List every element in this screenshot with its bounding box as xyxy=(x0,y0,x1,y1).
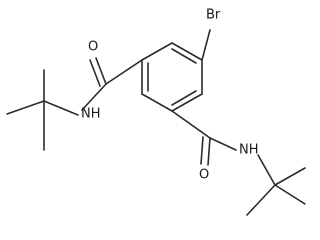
ring-to-carbonyl-bond-left xyxy=(105,59,143,85)
ring-inner-double-bond-1 xyxy=(171,48,197,64)
methyl-bond-left-side xyxy=(6,100,45,115)
tert-butyl-group-left xyxy=(6,69,45,151)
ring-inner-double-bond-2 xyxy=(171,90,197,106)
carbonyl-to-nitrogen-bond-left xyxy=(81,83,107,111)
tert-butyl-group-right xyxy=(246,167,306,216)
bromine-atom-label: Br xyxy=(206,8,221,23)
carbonyl-to-nitrogen-bond-right xyxy=(209,137,237,151)
carbonyl-double-bond-right-b xyxy=(200,136,204,165)
molecule-structure-diagram: Br O NH O NH xyxy=(6,8,306,216)
amide-nh-left-label: NH xyxy=(81,107,101,122)
ring-bond-4 xyxy=(171,93,203,112)
ring-bond-2 xyxy=(171,42,203,61)
methyl-bond-right-down xyxy=(246,184,276,216)
ring-bond-5 xyxy=(141,93,173,112)
ring-bond-1 xyxy=(141,42,173,61)
amide-nh-right-label: NH xyxy=(239,143,259,158)
nitrogen-to-tert-carbon-bond-left xyxy=(43,100,79,116)
carbonyl-double-bond-left-b xyxy=(89,59,101,87)
ring-to-carbonyl-bond-right xyxy=(171,110,211,139)
benzene-ring xyxy=(141,42,203,112)
c-br-bond xyxy=(201,29,211,61)
methyl-bond-right-up xyxy=(274,167,306,186)
carbonyl-double-bond-right-a xyxy=(207,137,211,166)
carbonyl-oxygen-bottom-label: O xyxy=(199,168,209,183)
nitrogen-to-tert-carbon-bond-right xyxy=(257,154,276,186)
carbonyl-oxygen-top-label: O xyxy=(88,40,98,55)
methyl-bond-right-side xyxy=(274,184,306,205)
carbonyl-double-bond-left-a xyxy=(95,57,107,85)
